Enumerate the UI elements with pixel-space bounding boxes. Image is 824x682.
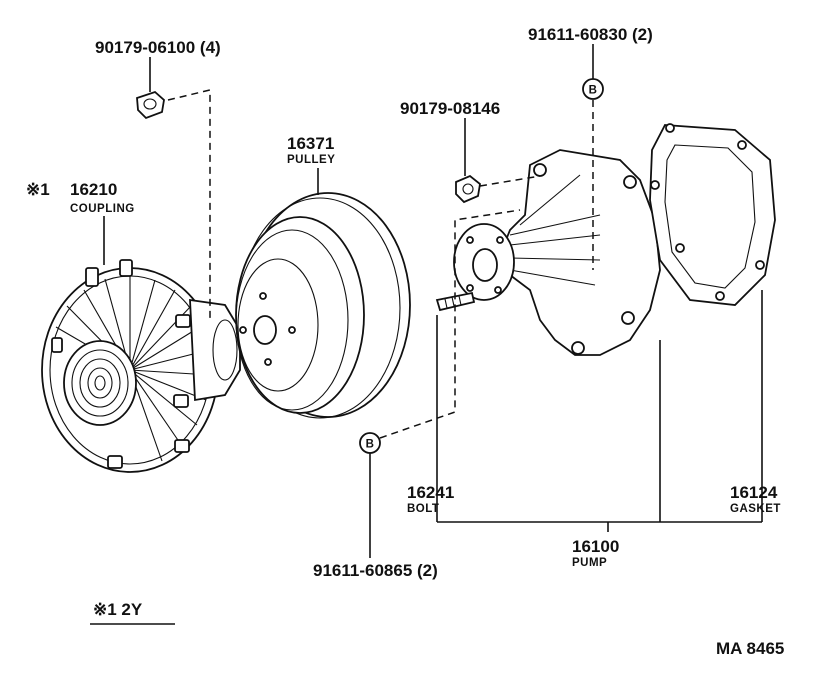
- figure-code: MA 8465: [716, 639, 784, 658]
- nut-pump-drawing: [455, 174, 481, 204]
- footnote-text: ※1 2Y: [93, 600, 143, 619]
- label-gasket-name: GASKET: [730, 503, 781, 515]
- label-pump-name: PUMP: [572, 557, 607, 569]
- label-nut-top: 90179-06100 (4): [95, 38, 221, 57]
- coupling-drawing: [41, 259, 241, 473]
- leader-lines: [103, 44, 763, 558]
- label-bolt-number: 16241: [407, 483, 454, 502]
- marker-b-top: B: [582, 78, 604, 100]
- marker-b-bottom: B: [359, 432, 381, 454]
- label-bolt-name: BOLT: [407, 503, 439, 515]
- svg-text:B: B: [366, 439, 375, 451]
- assembly-dashed-lines: [167, 89, 594, 439]
- stud-bolt-drawing: [435, 291, 476, 312]
- pulley-drawing: [235, 192, 411, 419]
- label-bolt-bottom: 91611-60865 (2): [313, 561, 438, 580]
- label-coupling-prefix: ※1: [26, 180, 50, 199]
- label-pump-number: 16100: [572, 537, 619, 556]
- gasket-drawing: [649, 123, 776, 306]
- pump-drawing: [453, 149, 661, 356]
- nut-top-drawing: [136, 90, 165, 120]
- label-gasket-number: 16124: [730, 483, 778, 502]
- label-bolt-top: 91611-60830 (2): [528, 25, 653, 44]
- label-nut-pump: 90179-08146: [400, 99, 500, 118]
- label-coupling-number: 16210: [70, 180, 117, 199]
- label-coupling-name: COUPLING: [70, 203, 135, 215]
- svg-text:B: B: [589, 85, 598, 97]
- label-pulley-number: 16371: [287, 134, 334, 153]
- label-pulley-name: PULLEY: [287, 154, 335, 166]
